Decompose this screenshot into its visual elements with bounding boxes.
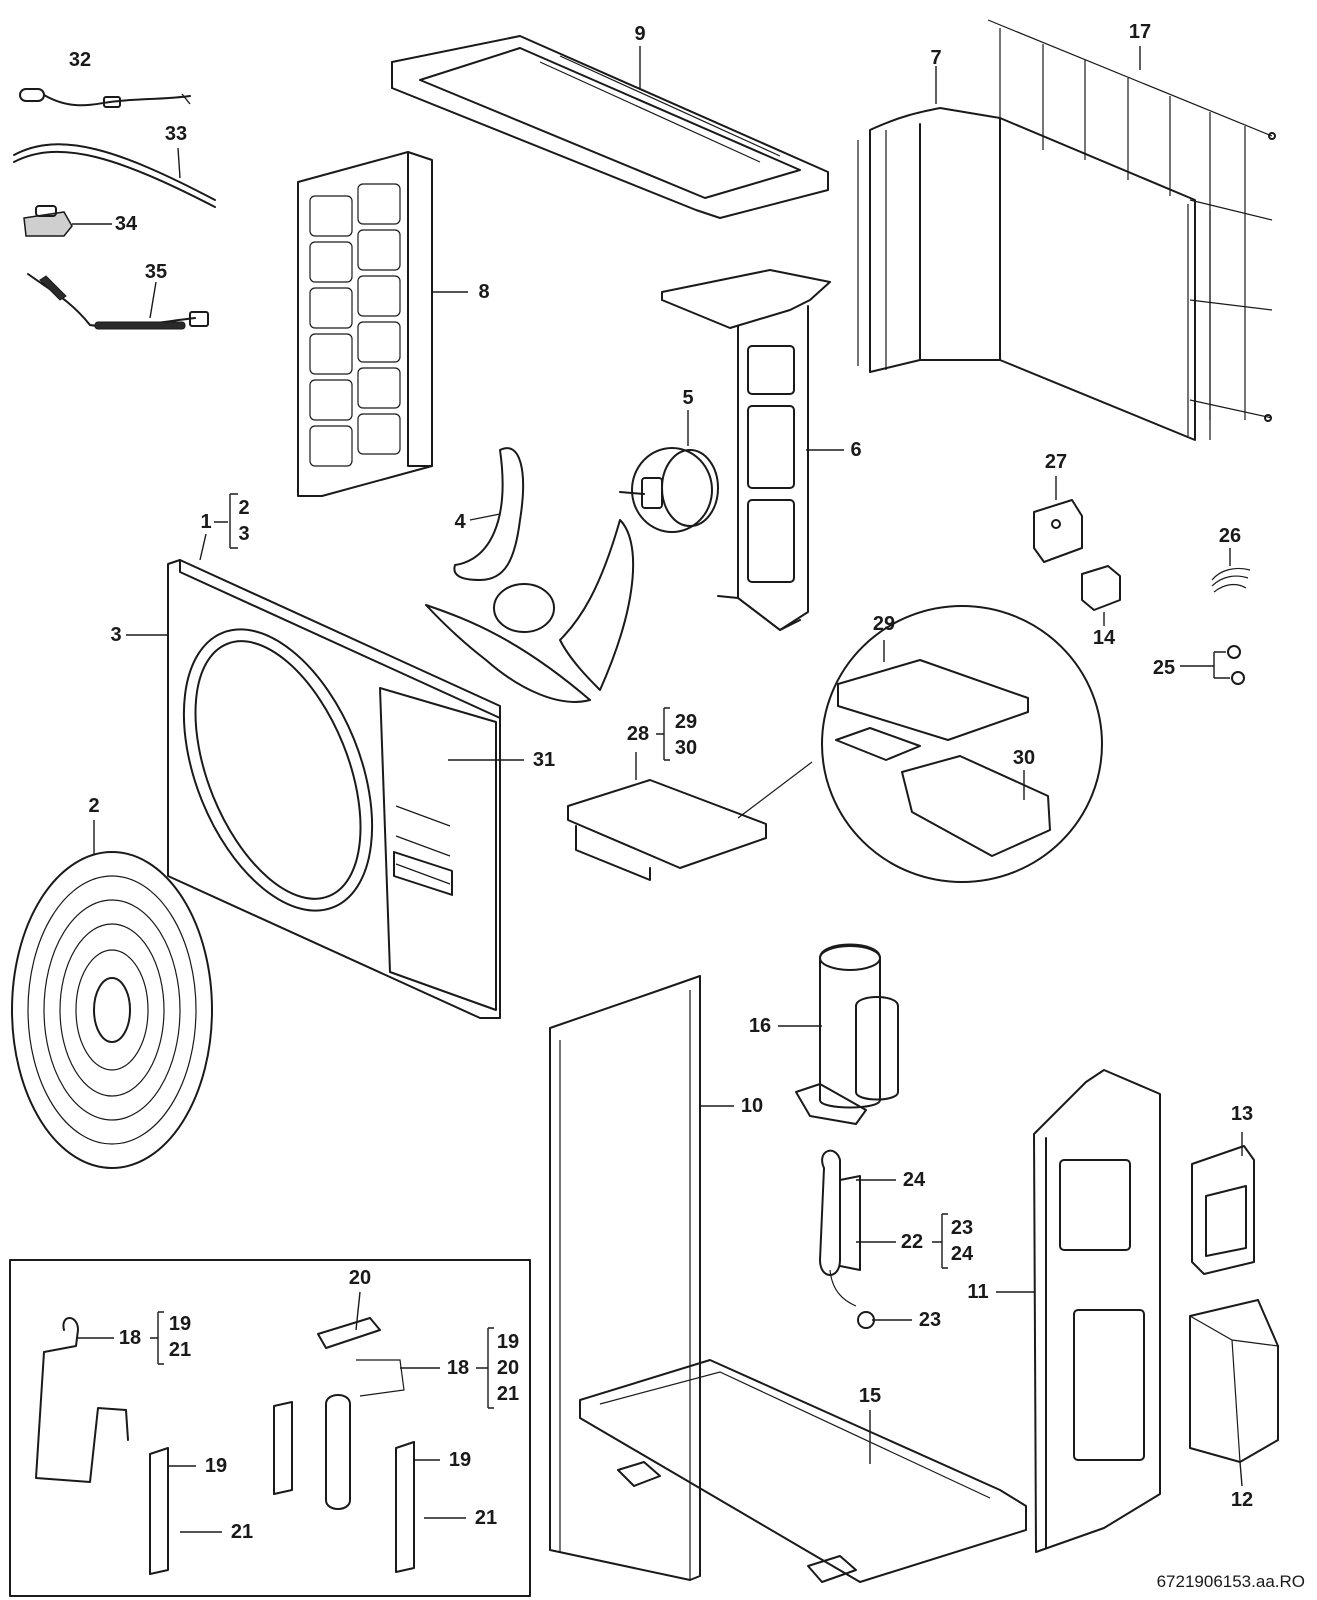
grille-cell	[357, 413, 401, 455]
callout-21-left: 21	[230, 1521, 254, 1543]
callout-17: 17	[1128, 21, 1152, 43]
callout-22: 22	[900, 1231, 924, 1253]
callout-3: 3	[110, 624, 122, 646]
callout-18-right-sub-19: 19	[496, 1331, 520, 1353]
callout-21-right: 21	[474, 1507, 498, 1529]
callout-22-sub-23: 23	[950, 1217, 974, 1239]
document-code: 6721906153.aa.RO	[1156, 1572, 1305, 1591]
inset-piping-box	[9, 1259, 531, 1597]
part-32-temperature-sensor	[19, 88, 191, 108]
callout-18-right: 18	[446, 1357, 470, 1379]
part-13-valve-cover	[1191, 1145, 1255, 1275]
part-33-pipe	[13, 143, 216, 208]
callout-33: 33	[164, 123, 188, 145]
grille-cell	[309, 195, 353, 237]
part-7-condenser	[857, 107, 1211, 441]
callout-9: 9	[634, 23, 646, 45]
part-4-fan-blade	[425, 447, 635, 703]
grille-cell	[309, 379, 353, 421]
part-14-terminal-block	[1081, 565, 1121, 611]
callout-20: 20	[348, 1267, 372, 1289]
callout-19-right: 19	[448, 1449, 472, 1471]
callout-4: 4	[454, 511, 466, 533]
callout-2: 2	[88, 795, 100, 817]
callout-6: 6	[850, 439, 862, 461]
part-27-bracket	[1033, 499, 1083, 563]
callout-30: 30	[1012, 747, 1036, 769]
callout-18-left-sub-19: 19	[168, 1313, 192, 1335]
callout-19-left: 19	[204, 1455, 228, 1477]
grille-cell	[357, 183, 401, 225]
part-3-front-panel	[167, 559, 501, 1019]
callout-18-right-sub-20: 20	[496, 1357, 520, 1379]
part-34-rubber-part	[23, 205, 73, 237]
callout-8: 8	[478, 281, 490, 303]
callout-14: 14	[1092, 627, 1116, 649]
callout-18-right-sub-21: 21	[496, 1383, 520, 1405]
callout-32: 32	[68, 49, 92, 71]
callout-12: 12	[1230, 1489, 1254, 1511]
callout-15: 15	[858, 1385, 882, 1407]
grille-cell	[309, 333, 353, 375]
part-15-base-pan	[579, 1359, 1027, 1583]
part-5-fan-motor	[619, 447, 719, 533]
part-35-cable	[27, 273, 209, 330]
callout-18-left: 18	[118, 1327, 142, 1349]
part-12-cover	[1189, 1299, 1279, 1463]
callout-29: 29	[872, 613, 896, 635]
callout-18-left-sub-21: 21	[168, 1339, 192, 1361]
part-9-top-cover	[391, 35, 829, 219]
callout-13: 13	[1230, 1103, 1254, 1125]
callout-34: 34	[114, 213, 138, 235]
part-17-protection-grid	[987, 19, 1276, 422]
callout-31: 31	[532, 749, 556, 771]
grille-cell	[357, 275, 401, 317]
part-28-control-box	[567, 761, 813, 881]
part-26-wires	[1211, 567, 1251, 593]
part-22-valve-assembly	[819, 1149, 875, 1329]
part-16-compressor	[795, 943, 899, 1125]
callout-28: 28	[626, 723, 650, 745]
callout-28-sub-29: 29	[674, 711, 698, 733]
callout-24: 24	[902, 1169, 926, 1191]
grille-cell	[357, 367, 401, 409]
callout-1: 1	[200, 511, 212, 533]
callout-1-sub-2: 2	[238, 497, 250, 519]
leader-lines	[72, 46, 1243, 1533]
callout-7: 7	[930, 47, 942, 69]
callout-27: 27	[1044, 451, 1068, 473]
callout-28-sub-30: 30	[674, 737, 698, 759]
callout-1-sub-3: 3	[238, 523, 250, 545]
part-10-partition-plate	[549, 975, 701, 1581]
callout-22-sub-24: 24	[950, 1243, 974, 1265]
part-25-nuts	[1227, 645, 1245, 685]
detail-circle	[821, 605, 1103, 883]
part-8-rear-grille	[297, 151, 433, 497]
callout-10: 10	[740, 1095, 764, 1117]
callout-23: 23	[918, 1309, 942, 1331]
callout-16: 16	[748, 1015, 772, 1037]
part-6-motor-bracket	[661, 269, 831, 631]
callout-35: 35	[144, 261, 168, 283]
callout-25: 25	[1152, 657, 1176, 679]
grille-cell	[309, 425, 353, 467]
grille-cell	[357, 229, 401, 271]
part-2-fan-guard	[11, 851, 213, 1169]
grille-cell	[309, 287, 353, 329]
callout-5: 5	[682, 387, 694, 409]
grille-cell	[309, 241, 353, 283]
part-11-side-panel	[1033, 1069, 1161, 1553]
grille-cell	[357, 321, 401, 363]
callout-11: 11	[967, 1281, 989, 1303]
callout-26: 26	[1218, 525, 1242, 547]
